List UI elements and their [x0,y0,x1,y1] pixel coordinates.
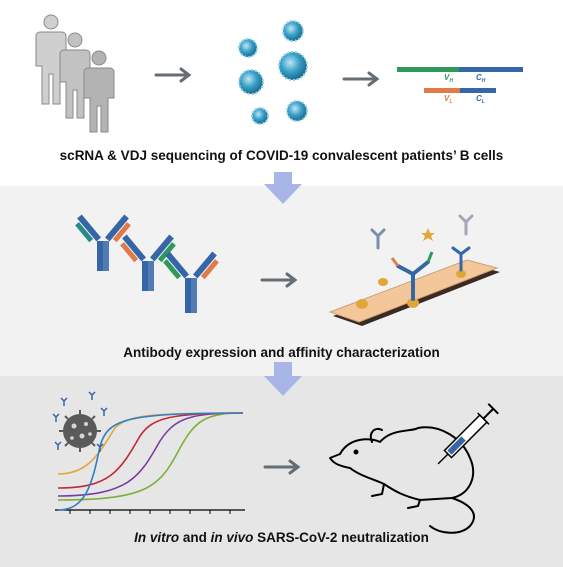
mouse-icon [329,426,475,534]
antigen-dot [456,270,466,278]
star-icon [421,228,435,241]
curve-red [57,412,244,489]
b-cell [238,69,264,95]
arrow-right-icon [263,459,301,475]
antibody-icon [120,234,176,291]
antigen-dot [378,278,388,286]
b-cells-icon [238,20,308,125]
patient-figure-3 [83,50,115,133]
panel2-graphics [75,214,500,326]
panel-neutralization: In vitro and in vivo SARS-CoV-2 neutrali… [0,376,563,567]
patient-figure-2 [59,32,91,119]
bound-antibody-icon [396,260,430,301]
antigen-dot [356,299,368,309]
x-axis-ticks [69,510,231,514]
patient-figure-1 [35,14,67,105]
virus-icon [52,391,108,452]
arrow-right-icon [260,272,298,288]
free-antibody-icon [370,228,386,250]
syringe-icon [437,403,499,465]
curve-blue [57,412,244,511]
b-cell [251,107,269,125]
antibody-icon [163,251,219,313]
bound-antibody-icon [451,246,471,272]
small-antibody-icon [52,391,108,452]
neutralization-curves-plot [55,412,245,514]
free-antibody-icon [458,214,474,236]
panel3-graphics [52,391,499,534]
panel1-caption: scRNA & VDJ sequencing of COVID-19 conva… [59,148,504,163]
affinity-plate-icon [328,214,500,326]
b-cell [282,20,304,42]
cl-label: CL [476,94,485,105]
b-cell [286,100,308,122]
b-cell [238,38,258,58]
vl-label: VL [444,94,452,105]
panel-antibody-characterization: Antibody expression and affinity charact… [0,186,563,376]
b-cell [278,51,308,81]
panel1-graphics: VH CH VL CL [35,14,523,133]
cl-segment [460,88,496,93]
panel-sequencing: VH CH VL CL scRNA & VDJ sequencing of CO… [0,0,563,186]
panel3-caption: In vitro and in vivo SARS-CoV-2 neutrali… [134,530,429,545]
vdj-sequence-diagram: VH CH VL CL [397,67,523,105]
curve-purple [57,412,244,497]
panel2-caption: Antibody expression and affinity charact… [123,345,440,360]
arrow-right-icon [342,71,380,87]
antigen-dot [407,298,419,308]
antibody-icon [75,214,131,271]
patients-icon [35,14,115,133]
vh-label: VH [444,73,453,84]
vl-segment [424,88,460,93]
curve-green [57,412,244,501]
ch-label: CH [476,73,486,84]
arrow-right-icon [154,67,192,83]
ch-segment [459,67,523,72]
vh-segment [397,67,459,72]
